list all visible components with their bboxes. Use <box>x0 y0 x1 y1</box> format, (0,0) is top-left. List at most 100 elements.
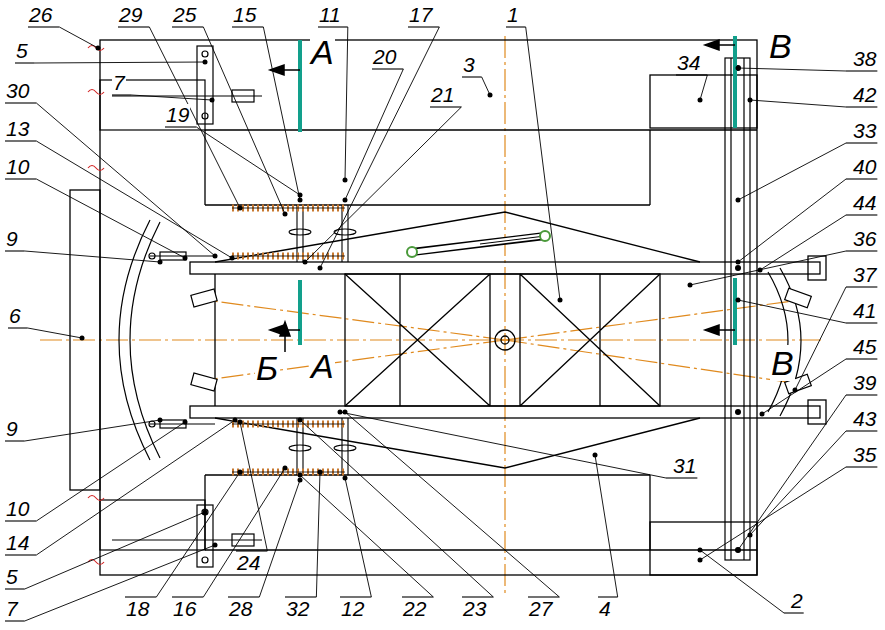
leader-dot <box>203 510 208 515</box>
leader-line <box>156 472 240 597</box>
frame-rail <box>495 330 515 350</box>
frame-rail <box>215 274 660 406</box>
callout-number: 19 <box>165 104 190 126</box>
break-mark <box>88 560 104 565</box>
label-underline <box>846 466 877 467</box>
label-underline <box>846 106 877 107</box>
leader-dot <box>760 412 765 417</box>
callout-number: 1 <box>506 4 520 26</box>
gear-unit <box>202 557 208 563</box>
center-line <box>504 36 505 595</box>
callout-number: 30 <box>5 80 30 102</box>
section-arrow <box>705 325 719 335</box>
joint-dot <box>735 547 741 553</box>
callout-number: 11 <box>318 4 342 26</box>
callout-number: 4 <box>598 598 612 620</box>
callout-number: 2 <box>790 590 804 612</box>
frame-outline <box>100 40 757 575</box>
callout-number: 28 <box>228 598 253 620</box>
label-underline <box>784 612 804 613</box>
leader-line <box>36 179 185 258</box>
leader-dot <box>298 193 303 198</box>
label-underline <box>5 554 36 555</box>
frame-rail <box>215 212 700 468</box>
callout-number: 5 <box>15 40 29 62</box>
wheel <box>191 373 217 391</box>
frame-rail <box>501 336 509 344</box>
leader-dot <box>318 470 323 475</box>
callout-number: 35 <box>852 444 877 466</box>
tie-rod <box>149 253 155 259</box>
gear-unit <box>100 500 205 550</box>
cross-shaft <box>289 229 311 235</box>
section-line <box>300 36 735 345</box>
leader-line <box>59 27 98 48</box>
section-arrow <box>280 322 290 336</box>
leader-line <box>36 420 235 555</box>
leader-line <box>482 77 490 95</box>
label-underline <box>5 102 36 103</box>
leader-line <box>240 422 267 551</box>
leader-dot <box>238 470 243 475</box>
rear-axle <box>731 58 744 560</box>
leader-dot <box>158 260 163 265</box>
leader-line <box>300 420 493 597</box>
leader-dot <box>230 256 235 261</box>
leader-dot <box>593 453 598 458</box>
callout-number: 14 <box>5 532 30 554</box>
leader-line <box>738 300 846 323</box>
spring <box>232 208 345 472</box>
leader-dot <box>283 466 288 471</box>
leader-line <box>345 27 348 180</box>
leader-line <box>196 127 300 195</box>
leader-dot <box>298 473 303 478</box>
callout-number: 33 <box>852 120 877 142</box>
spring <box>232 208 345 472</box>
leader-dot <box>203 60 208 65</box>
callout-number: 21 <box>430 84 455 106</box>
label-underline <box>5 178 36 179</box>
joint-dot <box>735 265 741 271</box>
callout-number: 36 <box>852 228 877 250</box>
leader-line <box>760 215 846 270</box>
label-underline <box>408 26 439 27</box>
label-underline <box>5 440 25 441</box>
label-underline <box>846 394 877 395</box>
leader-dot <box>736 260 741 265</box>
leader-dot <box>298 418 303 423</box>
callout-number: 40 <box>852 156 877 178</box>
leader-line <box>345 412 559 597</box>
label-underline <box>165 126 196 127</box>
label-underline <box>5 588 25 589</box>
leader-dot <box>238 206 243 211</box>
callout-number: 43 <box>852 408 877 430</box>
hydraulic-cylinder <box>480 236 545 244</box>
gear-unit <box>100 46 262 567</box>
leader-line <box>25 251 160 262</box>
leader-dot <box>343 198 348 203</box>
callout-number: 13 <box>5 118 30 140</box>
leader-dot <box>698 558 703 563</box>
frame-rail <box>808 256 826 280</box>
frame-outline <box>70 40 757 575</box>
label-underline <box>846 214 877 215</box>
callout-number: 34 <box>676 52 701 74</box>
leader-dot <box>558 298 563 303</box>
rear-axle <box>725 58 750 560</box>
break-mark <box>88 46 104 51</box>
label-underline <box>846 286 877 287</box>
leader-line <box>36 103 215 256</box>
leader-line <box>526 27 560 300</box>
leader-dot <box>343 178 348 183</box>
section-line <box>300 36 735 345</box>
callout-number: 17 <box>408 4 433 26</box>
label-underline <box>118 26 149 27</box>
label-underline <box>28 26 59 27</box>
break-mark <box>88 46 104 565</box>
axle-arc <box>119 220 160 460</box>
callout-number: 6 <box>8 305 22 327</box>
label-underline <box>676 74 707 75</box>
leader-line <box>36 422 185 521</box>
label-underline <box>5 140 36 141</box>
